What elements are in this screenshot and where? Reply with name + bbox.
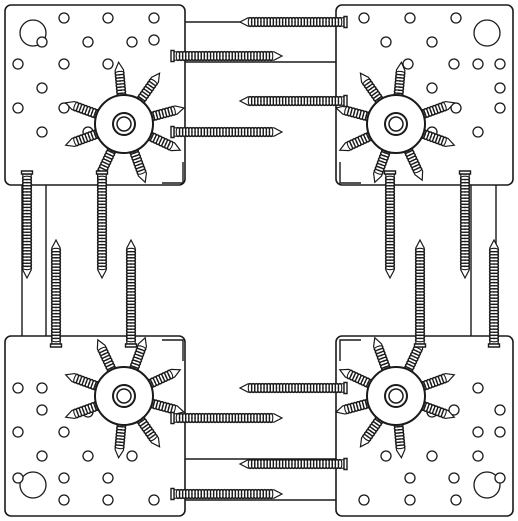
corner-mark xyxy=(162,162,184,184)
fixing-hole xyxy=(12,58,24,70)
hub-assembly xyxy=(334,60,456,184)
fixing-hole xyxy=(126,450,138,462)
fixing-hole xyxy=(450,102,462,114)
bolt-hole-inner xyxy=(388,388,404,404)
hubs xyxy=(64,60,456,460)
fixing-hole xyxy=(494,58,506,70)
screw xyxy=(383,170,397,280)
screw xyxy=(238,15,348,29)
fixing-hole xyxy=(472,426,484,438)
mounting-plate xyxy=(335,4,514,186)
fixing-hole xyxy=(12,472,24,484)
fixing-hole xyxy=(12,426,24,438)
hub-assembly xyxy=(64,60,186,184)
fixing-hole xyxy=(494,426,506,438)
fixing-hole xyxy=(82,450,94,462)
fixing-hole xyxy=(126,36,138,48)
fixing-hole xyxy=(12,102,24,114)
fixing-hole xyxy=(102,58,114,70)
bolt-hole-inner xyxy=(388,116,404,132)
fixing-hole xyxy=(102,12,114,24)
fixing-hole xyxy=(58,12,70,24)
fixing-hole xyxy=(148,34,160,46)
fixing-hole xyxy=(36,126,48,138)
fixing-hole xyxy=(402,58,414,70)
fixing-hole xyxy=(12,382,24,394)
fixing-hole xyxy=(450,12,462,24)
fixing-hole xyxy=(36,36,48,48)
hub-assembly xyxy=(64,336,186,460)
screw xyxy=(238,381,348,395)
connecting-screws xyxy=(20,15,501,501)
fixing-hole xyxy=(494,472,506,484)
fixing-hole xyxy=(58,58,70,70)
fixing-hole xyxy=(448,472,460,484)
mounting-plate xyxy=(4,4,186,186)
fixing-hole xyxy=(36,382,48,394)
fixing-hole xyxy=(36,404,48,416)
fixing-hole xyxy=(102,472,114,484)
screw xyxy=(238,94,348,108)
screw xyxy=(49,238,63,348)
corner-mark xyxy=(162,339,184,361)
fixing-hole xyxy=(494,82,506,94)
fixing-hole xyxy=(36,450,48,462)
screw xyxy=(170,411,284,425)
screw xyxy=(238,457,348,471)
fixing-hole xyxy=(426,82,438,94)
screw xyxy=(413,238,427,348)
screw xyxy=(124,238,138,348)
corner-mark xyxy=(339,162,361,184)
screw xyxy=(170,487,284,501)
fixing-hole xyxy=(58,426,70,438)
fixing-hole xyxy=(380,36,392,48)
fixing-hole xyxy=(426,450,438,462)
fixing-hole xyxy=(36,82,48,94)
fixing-hole xyxy=(102,494,114,506)
screw xyxy=(95,170,109,280)
mounting-plate xyxy=(335,335,514,517)
screw xyxy=(170,125,284,139)
fixing-hole xyxy=(404,12,416,24)
fixing-hole xyxy=(472,382,484,394)
fixing-hole xyxy=(472,58,484,70)
fixing-hole xyxy=(380,450,392,462)
fixing-hole xyxy=(358,494,370,506)
corner-marks xyxy=(162,162,361,361)
hub-assembly xyxy=(334,336,456,460)
fixing-hole xyxy=(450,494,462,506)
fixing-hole xyxy=(58,472,70,484)
fixing-hole xyxy=(148,12,160,24)
bolt-hole-inner xyxy=(116,116,132,132)
fixing-hole xyxy=(448,404,460,416)
fixing-hole xyxy=(58,494,70,506)
fixing-hole xyxy=(358,12,370,24)
fixing-hole xyxy=(473,19,501,47)
fixing-hole xyxy=(58,102,70,114)
screw xyxy=(170,49,284,63)
plates xyxy=(4,4,514,517)
mounting-plate xyxy=(4,335,186,517)
screw xyxy=(20,170,34,280)
fixing-hole xyxy=(494,102,506,114)
screw xyxy=(458,170,472,280)
screw xyxy=(487,238,501,348)
fixing-hole xyxy=(404,494,416,506)
corner-mark xyxy=(339,339,361,361)
bolt-hole-inner xyxy=(116,388,132,404)
fixing-hole xyxy=(494,404,506,416)
fixing-hole xyxy=(473,471,501,499)
fixing-hole xyxy=(472,450,484,462)
fixing-hole xyxy=(472,126,484,138)
fixing-hole xyxy=(448,58,460,70)
fixing-hole xyxy=(19,471,47,499)
fixing-hole xyxy=(426,36,438,48)
fixing-hole xyxy=(404,472,416,484)
fixing-hole xyxy=(82,36,94,48)
fixing-hole xyxy=(148,494,160,506)
